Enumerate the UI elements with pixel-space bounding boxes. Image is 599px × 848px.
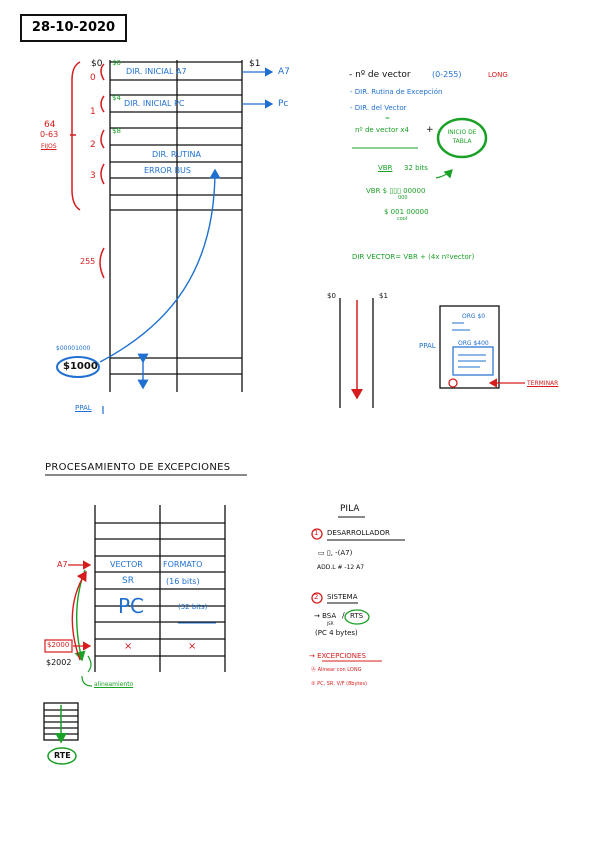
vector-index-3: 3 — [90, 171, 96, 181]
pila-pc-bytes: (PC 4 bytes) — [315, 629, 358, 637]
ppal-label: PPAL — [75, 404, 92, 412]
note-equal: = — [385, 115, 391, 122]
note-dollar-sub: cool — [397, 216, 408, 222]
align-hook — [81, 675, 93, 687]
row-rutina: DIR. RUTINA — [152, 150, 201, 159]
pila-title: PILA — [340, 504, 360, 514]
align-brace — [87, 655, 92, 673]
stack-addr1: $2000 — [47, 641, 70, 649]
note-vbr: VBR — [378, 164, 393, 172]
addr1-box — [44, 639, 73, 653]
pila-rts: RTS — [350, 612, 364, 620]
note-dir-vector: - DIR. del Vector — [350, 104, 407, 112]
rts-circle — [344, 609, 370, 625]
addr-top-right: $1 — [249, 59, 261, 69]
n1-circle — [311, 528, 323, 540]
n2-circle — [311, 592, 323, 604]
memory-map-table — [109, 60, 243, 392]
pila-ex2: ② PC, SR, V/F (8bytes) — [311, 681, 368, 687]
note-formula: DIR VECTOR= VBR + (4x nºvector) — [352, 253, 475, 261]
pila-bsr: → BSA — [314, 612, 337, 620]
pila-desarrollador: DESARROLLADOR — [327, 529, 390, 537]
stack-vector: VECTOR — [110, 560, 143, 569]
pila-n1: 1 — [314, 529, 319, 537]
vector-index-2: 2 — [90, 140, 96, 150]
pila-n2: 2 — [314, 593, 319, 601]
addr-small: $00001000 — [56, 345, 91, 352]
vector-brackets — [70, 61, 105, 279]
stack-x1: × — [124, 641, 133, 652]
small-left: $0 — [327, 292, 336, 300]
section-title: PROCESAMIENTO DE EXCEPCIONES — [45, 462, 231, 473]
pila-jsr: JSR — [327, 621, 334, 626]
pila-instr1: ▭ ▯, -(A7) — [318, 549, 353, 557]
note-vbr-sub: 000 — [398, 195, 408, 201]
stack-16bits: (16 bits) — [166, 577, 200, 586]
stack-alineamiento: alineamiento — [94, 681, 134, 688]
idx-255: 255 — [80, 257, 96, 266]
vector-index-1: 1 — [90, 107, 96, 117]
curve-arrow — [99, 168, 221, 363]
small-terminar: TERMINAR — [527, 380, 559, 387]
small-right: $1 — [379, 292, 388, 300]
green-8: $8 — [112, 127, 121, 135]
pila-slash: / — [342, 611, 345, 620]
stack-table — [94, 505, 226, 672]
addr-circle-label: $1000 — [63, 361, 98, 372]
date-box: 28-10-2020 — [20, 14, 127, 42]
program-inner-box — [452, 346, 494, 376]
small-org2: ORG $400 — [458, 340, 489, 347]
row-a7: DIR. INICIAL A7 — [126, 67, 187, 76]
stack-a7: A7 — [57, 560, 68, 569]
bracket-range: 0-63 — [40, 130, 59, 139]
row-error: ERROR BUS — [144, 166, 191, 175]
stack-formato: FORMATO — [163, 560, 203, 569]
pila-ex1: Ⓐ Alinear con LONG — [311, 667, 362, 673]
note-dir-rutina: - DIR. Rutina de Excepción — [350, 88, 443, 96]
arrow-a7-label: A7 — [278, 67, 290, 77]
vbr-arrow — [435, 169, 453, 179]
pila-excepciones: → EXCEPCIONES — [309, 652, 366, 660]
note-32bits: 32 bits — [404, 164, 428, 172]
note-nvec-x4: nº de vector x4 — [355, 126, 409, 134]
note-range: (0-255) — [432, 70, 462, 79]
small-ppal: PPAL — [419, 342, 436, 350]
vector-index-0: 0 — [90, 73, 96, 83]
note-dollar-line: $ 001 00000 — [384, 208, 429, 216]
addr-circle — [56, 356, 100, 378]
red-up-arrow — [71, 570, 87, 661]
small-memory-column — [339, 298, 374, 408]
addr-top-left: $0 — [91, 59, 103, 69]
end-circle — [448, 378, 458, 388]
note-inicio-tabla: INICIO DE TABLA — [447, 129, 477, 145]
bracket-note: FIJOS — [41, 143, 57, 150]
note-n-vector: - nº de vector — [349, 70, 411, 80]
pila-sistema: SISTEMA — [327, 593, 358, 601]
note-plus: + — [426, 125, 434, 135]
stack-pc: PC — [118, 594, 145, 618]
stack-rte: RTE — [54, 751, 71, 760]
small-org1: ORG $0 — [462, 313, 486, 320]
bracket-count: 64 — [44, 120, 56, 130]
stack-sr: SR — [122, 576, 134, 586]
rte-circle — [47, 747, 77, 765]
addr-top-green: $0 — [112, 59, 121, 67]
note-vbr-line: VBR $ ▯▯▯ 00000 — [366, 187, 426, 195]
arrow-pc-label: Pc — [278, 99, 289, 109]
green-4: $4 — [112, 94, 121, 102]
program-box — [439, 305, 500, 389]
stack-x2: × — [188, 641, 197, 652]
note-long: LONG — [488, 71, 508, 79]
inicio-tabla-circle — [436, 117, 488, 159]
pila-instr2: ADD.L # -12 A7 — [317, 564, 365, 571]
row-pc: DIR. INICIAL PC — [124, 99, 185, 108]
stack-addr2: $2002 — [46, 658, 72, 667]
stack-32bits: (32 bits) — [178, 603, 208, 611]
